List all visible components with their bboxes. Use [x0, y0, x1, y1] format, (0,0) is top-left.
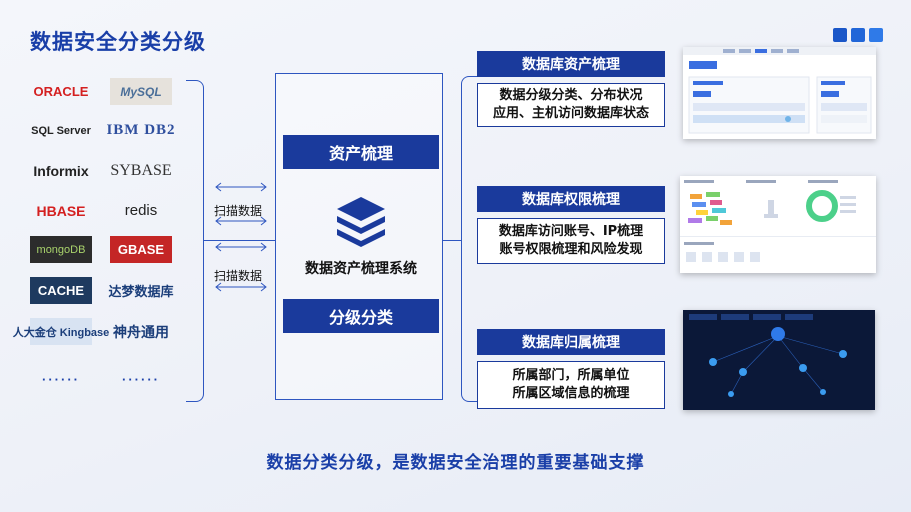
more-indicator: ······ [42, 372, 80, 387]
left-bracket [186, 80, 204, 402]
logo-mongodb: mongoDB [30, 236, 92, 263]
decor-square [869, 28, 883, 42]
logo-shenzhou: 神舟通用 [113, 323, 169, 340]
logo-ibm-db2: IBM DB2 [106, 122, 176, 138]
logo-sybase: SYBASE [110, 161, 172, 179]
more-indicator: ······ [122, 372, 160, 387]
decor-square [851, 28, 865, 42]
asset-sort-label: 资产梳理 [283, 135, 439, 169]
connector-line [204, 240, 276, 241]
card-title: 数据库归属梳理 [477, 329, 665, 355]
card-body: 数据库访问账号、IP梳理 账号权限梳理和风险发现 [477, 218, 665, 264]
decor-square [833, 28, 847, 42]
ownership-screenshot-thumbnail [683, 310, 875, 410]
card-line: 数据库访问账号、IP梳理 [498, 224, 644, 239]
card-body: 所属部门，所属单位 所属区域信息的梳理 [477, 361, 665, 409]
logo-gbase: GBASE [110, 236, 172, 263]
system-box [275, 73, 443, 400]
logo-redis: redis [124, 202, 158, 219]
logo-informix: Informix [33, 162, 89, 179]
logo-mysql: MySQL [110, 78, 172, 105]
database-layers-icon [337, 197, 385, 247]
logo-hbase: HBASE [36, 202, 86, 219]
card-line: 所属部门，所属单位 [512, 368, 630, 383]
card-title: 数据库资产梳理 [477, 51, 665, 77]
classify-label: 分级分类 [283, 299, 439, 333]
permission-screenshot-thumbnail [680, 176, 876, 273]
card-line: 账号权限梳理和风险发现 [499, 242, 643, 257]
logo-dameng: 达梦数据库 [108, 284, 174, 299]
scan-arrows [215, 182, 267, 292]
page-title: 数据安全分类分级 [30, 30, 206, 54]
connector-line [443, 240, 461, 241]
scan-label: 扫描数据 [214, 269, 263, 283]
summary-text: 数据分类分级，是数据安全治理的重要基础支撑 [266, 453, 645, 473]
logo-kingbase: 人大金仓 Kingbase [13, 318, 109, 345]
logo-cache: CACHE [30, 277, 92, 304]
card-line: 应用、主机访问数据库状态 [492, 106, 649, 121]
card-title: 数据库权限梳理 [477, 186, 665, 212]
system-name: 数据资产梳理系统 [305, 261, 417, 277]
logo-sqlserver: SQL Server [31, 124, 91, 137]
card-body: 数据分级分类、分布状况 应用、主机访问数据库状态 [477, 83, 665, 127]
card-line: 所属区域信息的梳理 [512, 386, 630, 401]
right-bracket [461, 76, 477, 402]
scan-label: 扫描数据 [214, 204, 263, 218]
logo-oracle: ORACLE [33, 84, 89, 99]
card-line: 数据分级分类、分布状况 [499, 88, 643, 103]
asset-screenshot-thumbnail [683, 47, 876, 139]
